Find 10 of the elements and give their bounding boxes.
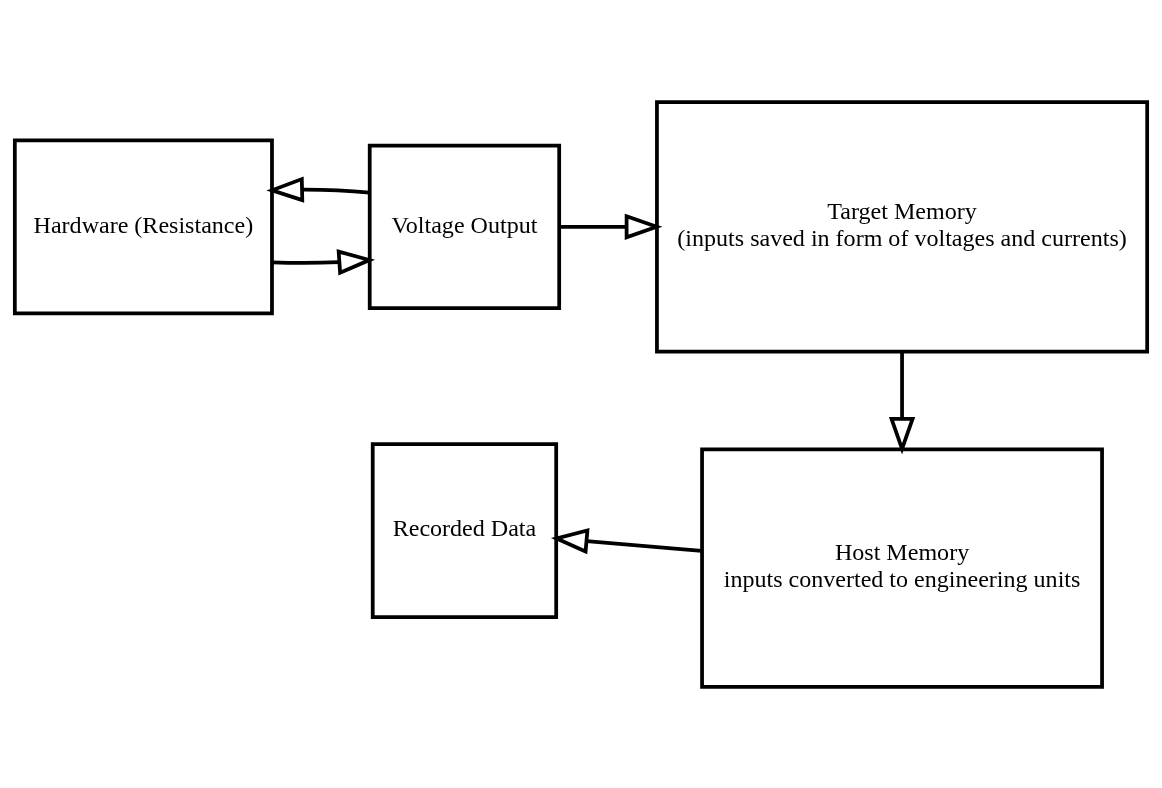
arrow <box>550 527 702 554</box>
node-box: Target Memory (inputs saved in form of voltages and currents) <box>655 99 1150 353</box>
arrow <box>266 175 370 203</box>
node-box: Recorded Data <box>370 441 559 619</box>
node-box: Hardware (Resistance) <box>12 138 274 315</box>
arrow <box>271 248 376 275</box>
node-box: Voltage Output <box>367 143 562 310</box>
node-box: Host Memory inputs converted to engineering units <box>700 447 1104 689</box>
arrow <box>888 351 916 455</box>
arrow <box>559 213 663 240</box>
